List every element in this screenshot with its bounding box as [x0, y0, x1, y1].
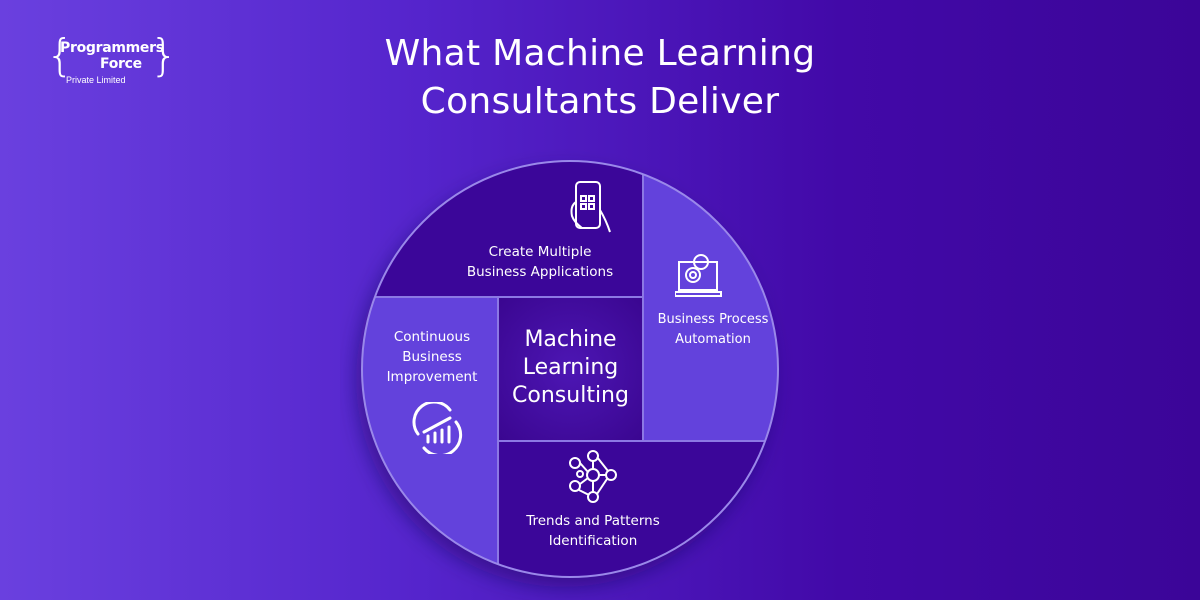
- segment-text: Improvement: [386, 369, 478, 385]
- segment-text: Business Applications: [466, 264, 614, 280]
- segment-text: Continuous: [393, 329, 471, 345]
- logo-line2: Force: [100, 56, 142, 72]
- center-text: Consulting: [512, 383, 629, 408]
- logo-brace-left: {: [46, 30, 74, 81]
- neural-network-icon: [569, 450, 617, 503]
- segment-label-continuous-improvement: Continuous Business Improvement: [362, 327, 502, 387]
- segment-text: Trends and Patterns: [526, 513, 660, 529]
- logo-brace-right: }: [150, 30, 178, 81]
- segment-label-trends-patterns: Trends and Patterns Identification: [498, 511, 688, 551]
- segment-text: Business: [402, 349, 462, 365]
- segment-label-business-applications: Create Multiple Business Applications: [430, 242, 650, 282]
- segment-center: [498, 297, 643, 441]
- logo-subtitle: Private Limited: [66, 75, 126, 85]
- segment-text: Create Multiple: [488, 244, 592, 260]
- circle-diagram: Create Multiple Business Applications Bu…: [340, 140, 800, 600]
- segment-text: Automation: [675, 332, 751, 347]
- segment-text: Business Process: [657, 312, 769, 327]
- segment-label-process-automation: Business Process Automation: [643, 310, 783, 350]
- title-line1: What Machine Learning: [384, 33, 816, 74]
- page-title: What Machine Learning Consultants Delive…: [300, 30, 900, 126]
- center-text: Learning: [522, 355, 619, 380]
- center-text: Machine: [524, 327, 617, 352]
- company-logo: { Programmers Force Private Limited }: [46, 30, 178, 88]
- segment-text: Identification: [548, 533, 638, 549]
- laptop-gears-icon: [675, 254, 722, 297]
- smartphone-app-icon: [570, 181, 611, 233]
- center-label: Machine Learning Consulting: [498, 326, 643, 410]
- circle-shapes: [361, 160, 779, 578]
- cycle-chart-icon: [412, 402, 463, 454]
- logo-line1: Programmers: [60, 40, 164, 56]
- title-line2: Consultants Deliver: [420, 81, 780, 122]
